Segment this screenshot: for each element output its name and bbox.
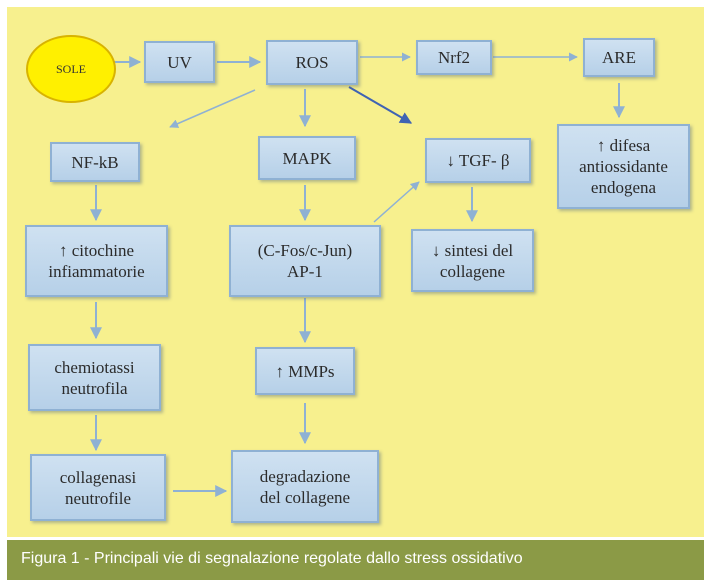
node-difesa: ↑ difesa antiossidante endogena — [557, 124, 690, 209]
node-degradazione: degradazione del collagene — [231, 450, 379, 523]
caption-bar: Figura 1 - Principali vie di segnalazion… — [7, 540, 704, 580]
diagram-panel: SOLE UV ROS Nrf2 ARE ↑ difesa antiossida… — [7, 7, 704, 537]
node-collagenasi: collagenasi neutrofile — [30, 454, 166, 521]
arrows-layer — [90, 52, 625, 497]
node-ros: ROS — [266, 40, 358, 85]
arrow-ros-tgf — [348, 86, 413, 124]
node-tgf: ↓ TGF- β — [425, 138, 531, 183]
node-sintesi: ↓ sintesi del collagene — [411, 229, 534, 292]
node-nrf2: Nrf2 — [416, 40, 492, 75]
node-are: ARE — [583, 38, 655, 77]
figure-caption: Figura 1 - Principali vie di segnalazion… — [21, 550, 523, 567]
arrow-ros-nfkb — [169, 89, 256, 128]
node-citochine: ↑ citochine infiammatorie — [25, 225, 168, 297]
node-chemiotassi: chemiotassi neutrofila — [28, 344, 161, 411]
node-mapk: MAPK — [258, 136, 356, 180]
node-ap1: (C-Fos/c-Jun) AP-1 — [229, 225, 381, 297]
sun-node: SOLE — [26, 35, 116, 103]
node-nfkb: NF-kB — [50, 142, 140, 182]
node-uv: UV — [144, 41, 215, 83]
node-mmps: ↑ MMPs — [255, 347, 355, 395]
arrow-ap1-tgf — [373, 181, 420, 223]
